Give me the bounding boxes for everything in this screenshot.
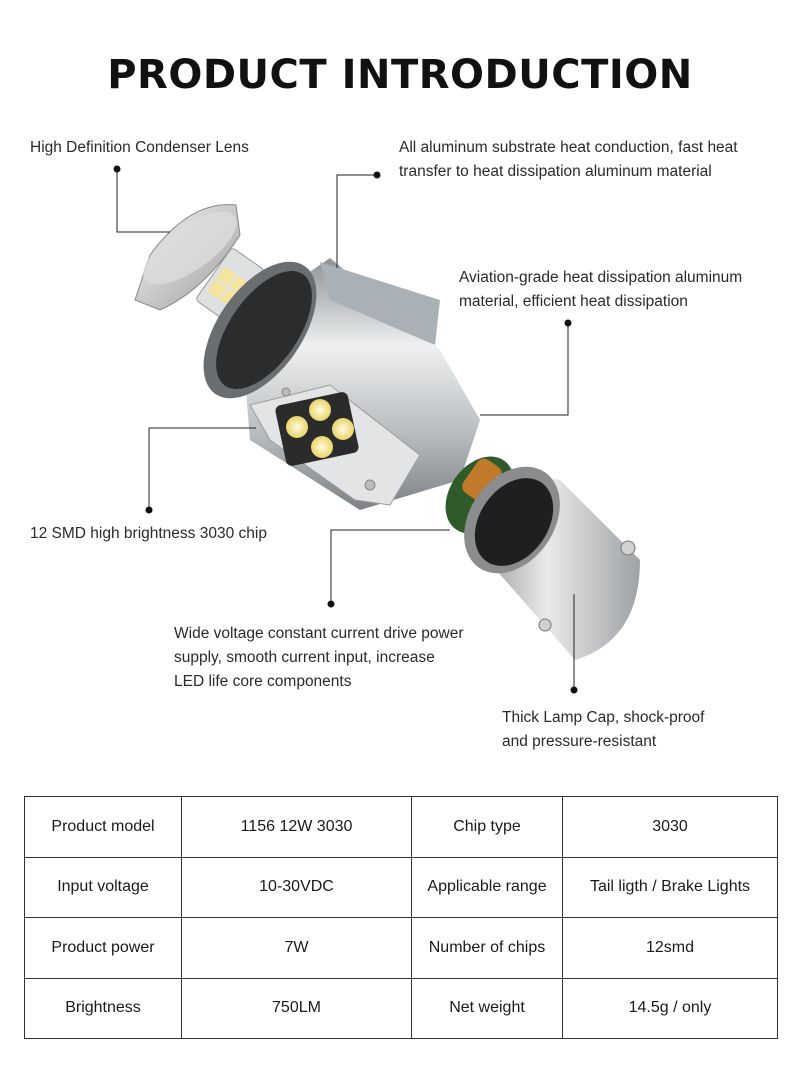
spec-label: Brightness xyxy=(24,977,182,1039)
lamp-cap xyxy=(464,466,640,660)
table-row: Brightness 750LM Net weight 14.5g / only xyxy=(24,977,778,1039)
table-row: Product model 1156 12W 3030 Chip type 30… xyxy=(24,796,778,858)
spec-label: Product model xyxy=(24,796,182,858)
callout-driver-line: supply, smooth current input, increase xyxy=(174,649,435,666)
spec-value: 14.5g / only xyxy=(562,977,778,1039)
callout-chip: 12 SMD high brightness 3030 chip xyxy=(30,522,267,546)
leader-dots xyxy=(113,165,578,694)
spec-label: Chip type xyxy=(411,796,563,858)
callout-aviation-line: Aviation-grade heat dissipation aluminum xyxy=(459,269,743,286)
callout-chip-line: 12 SMD high brightness 3030 chip xyxy=(30,525,267,542)
table-row: Input voltage 10-30VDC Applicable range … xyxy=(24,856,778,918)
leader-lines xyxy=(116,169,575,690)
spec-label: Product power xyxy=(24,917,182,979)
callout-cap-line: and pressure-resistant xyxy=(502,733,657,750)
table-row: Product power 7W Number of chips 12smd xyxy=(24,917,778,979)
callout-driver-line: Wide voltage constant current drive powe… xyxy=(174,625,464,642)
spec-label: Number of chips xyxy=(411,917,563,979)
main-led-board xyxy=(249,384,421,506)
spec-label: Input voltage xyxy=(24,856,182,918)
small-led-board xyxy=(196,248,264,322)
spec-value: 10-30VDC xyxy=(181,856,412,918)
spec-value: 1156 12W 3030 xyxy=(181,796,412,858)
spec-value: 750LM xyxy=(181,977,412,1039)
spec-label: Applicable range xyxy=(411,856,563,918)
callout-substrate-line: transfer to heat dissipation aluminum ma… xyxy=(399,163,712,180)
callout-driver-line: LED life core components xyxy=(174,673,352,690)
callout-aviation: Aviation-grade heat dissipation aluminum… xyxy=(459,266,742,314)
callout-substrate-line: All aluminum substrate heat conduction, … xyxy=(399,139,738,156)
spec-table: Product model 1156 12W 3030 Chip type 30… xyxy=(24,796,778,1039)
callout-driver: Wide voltage constant current drive powe… xyxy=(174,622,463,694)
spec-value: 3030 xyxy=(562,796,778,858)
spec-value: 7W xyxy=(181,917,412,979)
page-title: PRODUCT INTRODUCTION xyxy=(107,52,693,98)
callout-substrate: All aluminum substrate heat conduction, … xyxy=(399,136,738,184)
condenser-lens xyxy=(134,204,241,311)
callout-aviation-line: material, efficient heat dissipation xyxy=(459,293,688,310)
spec-value: Tail ligth / Brake Lights xyxy=(562,856,778,918)
callout-lens: High Definition Condenser Lens xyxy=(30,136,249,160)
spec-value: 12smd xyxy=(562,917,778,979)
callout-cap-line: Thick Lamp Cap, shock-proof xyxy=(502,709,705,726)
callout-cap: Thick Lamp Cap, shock-proof and pressure… xyxy=(502,706,704,754)
spec-label: Net weight xyxy=(411,977,563,1039)
product-illustration xyxy=(113,165,640,694)
callout-lens-line: High Definition Condenser Lens xyxy=(30,139,249,156)
